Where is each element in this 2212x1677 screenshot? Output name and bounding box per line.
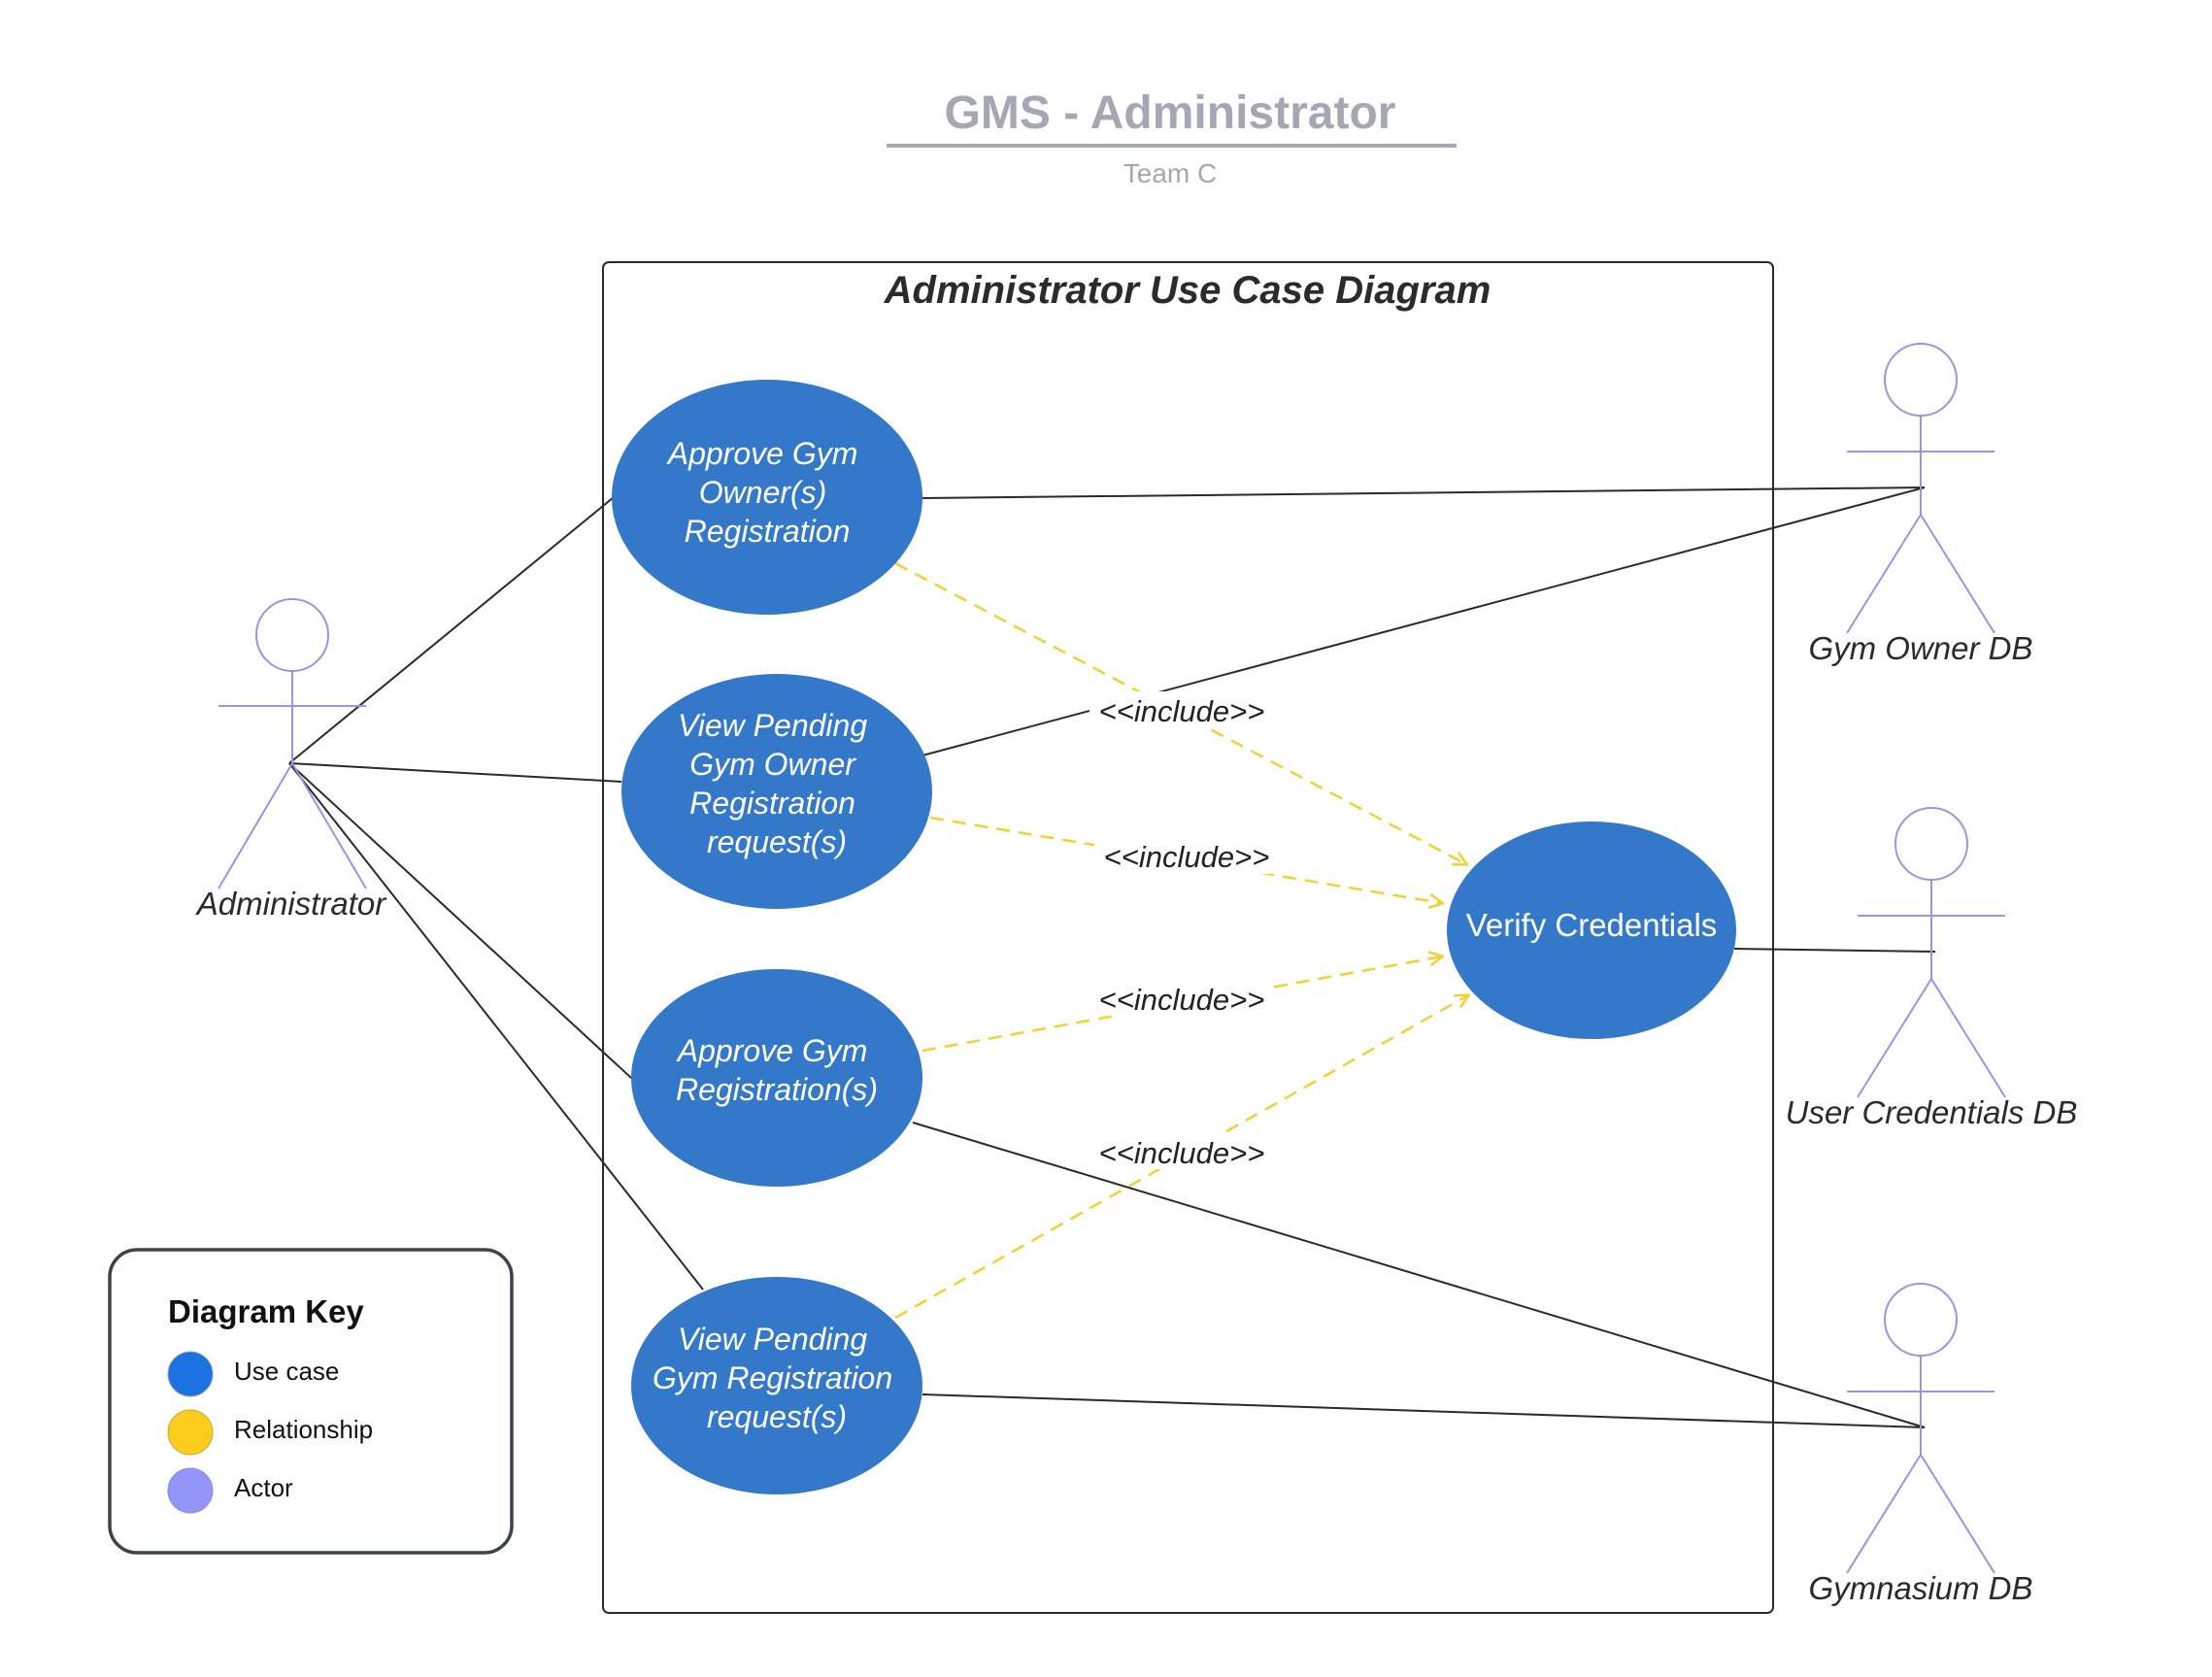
svg-text:View Pending Gym Owner: View Pending Gym Owner Registration requ… xyxy=(678,708,876,859)
page-subtitle: Team C xyxy=(1123,158,1217,188)
use-case-label-line: Approve Gym xyxy=(666,436,858,471)
assoc-view-pending-owner-gymownerdb xyxy=(922,486,1926,756)
actor-label-administrator: Administrator xyxy=(195,886,387,922)
key-label-use-case: Use case xyxy=(234,1357,339,1386)
actor-user-credentials-db[interactable] xyxy=(1857,807,2006,1098)
use-case-approve-gym-owner[interactable]: Approve Gym Owner(s) Registration xyxy=(612,380,922,615)
use-case-label-line: Gym Registration xyxy=(653,1360,892,1395)
include-label-4: <<include>> xyxy=(1099,1136,1265,1170)
use-case-label-line: Approve Gym xyxy=(676,1033,868,1068)
actor-gym-owner-db[interactable] xyxy=(1846,343,1995,634)
key-swatch-actor xyxy=(167,1467,214,1514)
include-label-bg-3 xyxy=(1089,981,1274,1016)
page-title: GMS - Administrator xyxy=(945,87,1396,139)
assoc-admin-view-pending-gym xyxy=(288,762,704,1291)
use-case-label-line: Registration xyxy=(685,514,851,549)
use-case-label-line: request(s) xyxy=(707,824,847,859)
assoc-view-pending-gym-gymnasiumdb xyxy=(922,1393,1926,1428)
assoc-approve-owner-gymownerdb xyxy=(922,486,1926,499)
svg-text:Approve Gym Owner(s): Approve Gym Owner(s) Registration xyxy=(666,436,867,549)
diagram-key-title: Diagram Key xyxy=(168,1293,364,1329)
svg-text:View Pending Gym Registr: View Pending Gym Registration request(s) xyxy=(653,1322,901,1434)
diagram-key: Diagram Key Use case Relationship Actor xyxy=(108,1248,514,1555)
assoc-admin-approve-gym xyxy=(288,762,632,1079)
use-case-label-line: View Pending xyxy=(678,708,867,743)
association-lines xyxy=(288,486,1936,1428)
use-case-label-line: View Pending xyxy=(678,1322,867,1357)
key-label-actor: Actor xyxy=(234,1473,293,1502)
use-case-view-pending-gym[interactable]: View Pending Gym Registration request(s) xyxy=(631,1277,922,1494)
include-line-4 xyxy=(894,995,1468,1320)
actor-label-gymnasium-db: Gymnasium DB xyxy=(1808,1570,2032,1606)
use-case-label-line: Registration(s) xyxy=(676,1072,878,1107)
include-label-bg-2 xyxy=(1094,839,1279,874)
use-case-label-line: Owner(s) xyxy=(699,475,827,510)
assoc-approve-gym-gymnasiumdb xyxy=(912,1122,1926,1428)
include-label-1: <<include>> xyxy=(1099,694,1265,728)
use-case-label-line: Registration xyxy=(689,786,855,821)
use-case-label-line: Verify Credentials xyxy=(1466,907,1718,943)
include-label-bg-4 xyxy=(1089,1134,1274,1169)
assoc-admin-view-pending-owner xyxy=(288,762,622,783)
key-swatch-use-case xyxy=(167,1351,214,1397)
key-label-relationship: Relationship xyxy=(234,1415,373,1444)
include-label-3: <<include>> xyxy=(1099,983,1265,1017)
actor-label-gym-owner-db: Gym Owner DB xyxy=(1808,630,2032,666)
include-label-2: <<include>> xyxy=(1104,840,1270,874)
actor-gymnasium-db[interactable] xyxy=(1846,1283,1995,1574)
use-case-label-line: Gym Owner xyxy=(689,747,856,782)
actor-administrator[interactable] xyxy=(218,598,367,889)
assoc-admin-approve-owner xyxy=(288,496,615,764)
system-boundary xyxy=(602,261,1774,1614)
assoc-verify-usercredsdb xyxy=(1733,948,1936,953)
use-case-approve-gym[interactable]: Approve Gym Registration(s) xyxy=(631,969,922,1187)
svg-text:Verify Credentials: Verify Credentials xyxy=(1466,907,1718,943)
include-label-bg-1 xyxy=(1089,691,1274,726)
use-case-verify-credentials[interactable]: Verify Credentials xyxy=(1447,822,1736,1039)
system-boundary-title: Administrator Use Case Diagram xyxy=(884,269,1491,312)
actor-label-user-credentials-db: User Credentials DB xyxy=(1786,1094,2078,1130)
use-case-view-pending-gym-owner[interactable]: View Pending Gym Owner Registration requ… xyxy=(621,674,932,909)
use-case-label-line: request(s) xyxy=(707,1399,847,1434)
key-swatch-relationship xyxy=(167,1409,214,1456)
include-line-2 xyxy=(929,816,1442,903)
diagram-key-box xyxy=(108,1248,514,1555)
svg-text:Approve Gym Registration: Approve Gym Registration(s) xyxy=(676,1033,878,1107)
